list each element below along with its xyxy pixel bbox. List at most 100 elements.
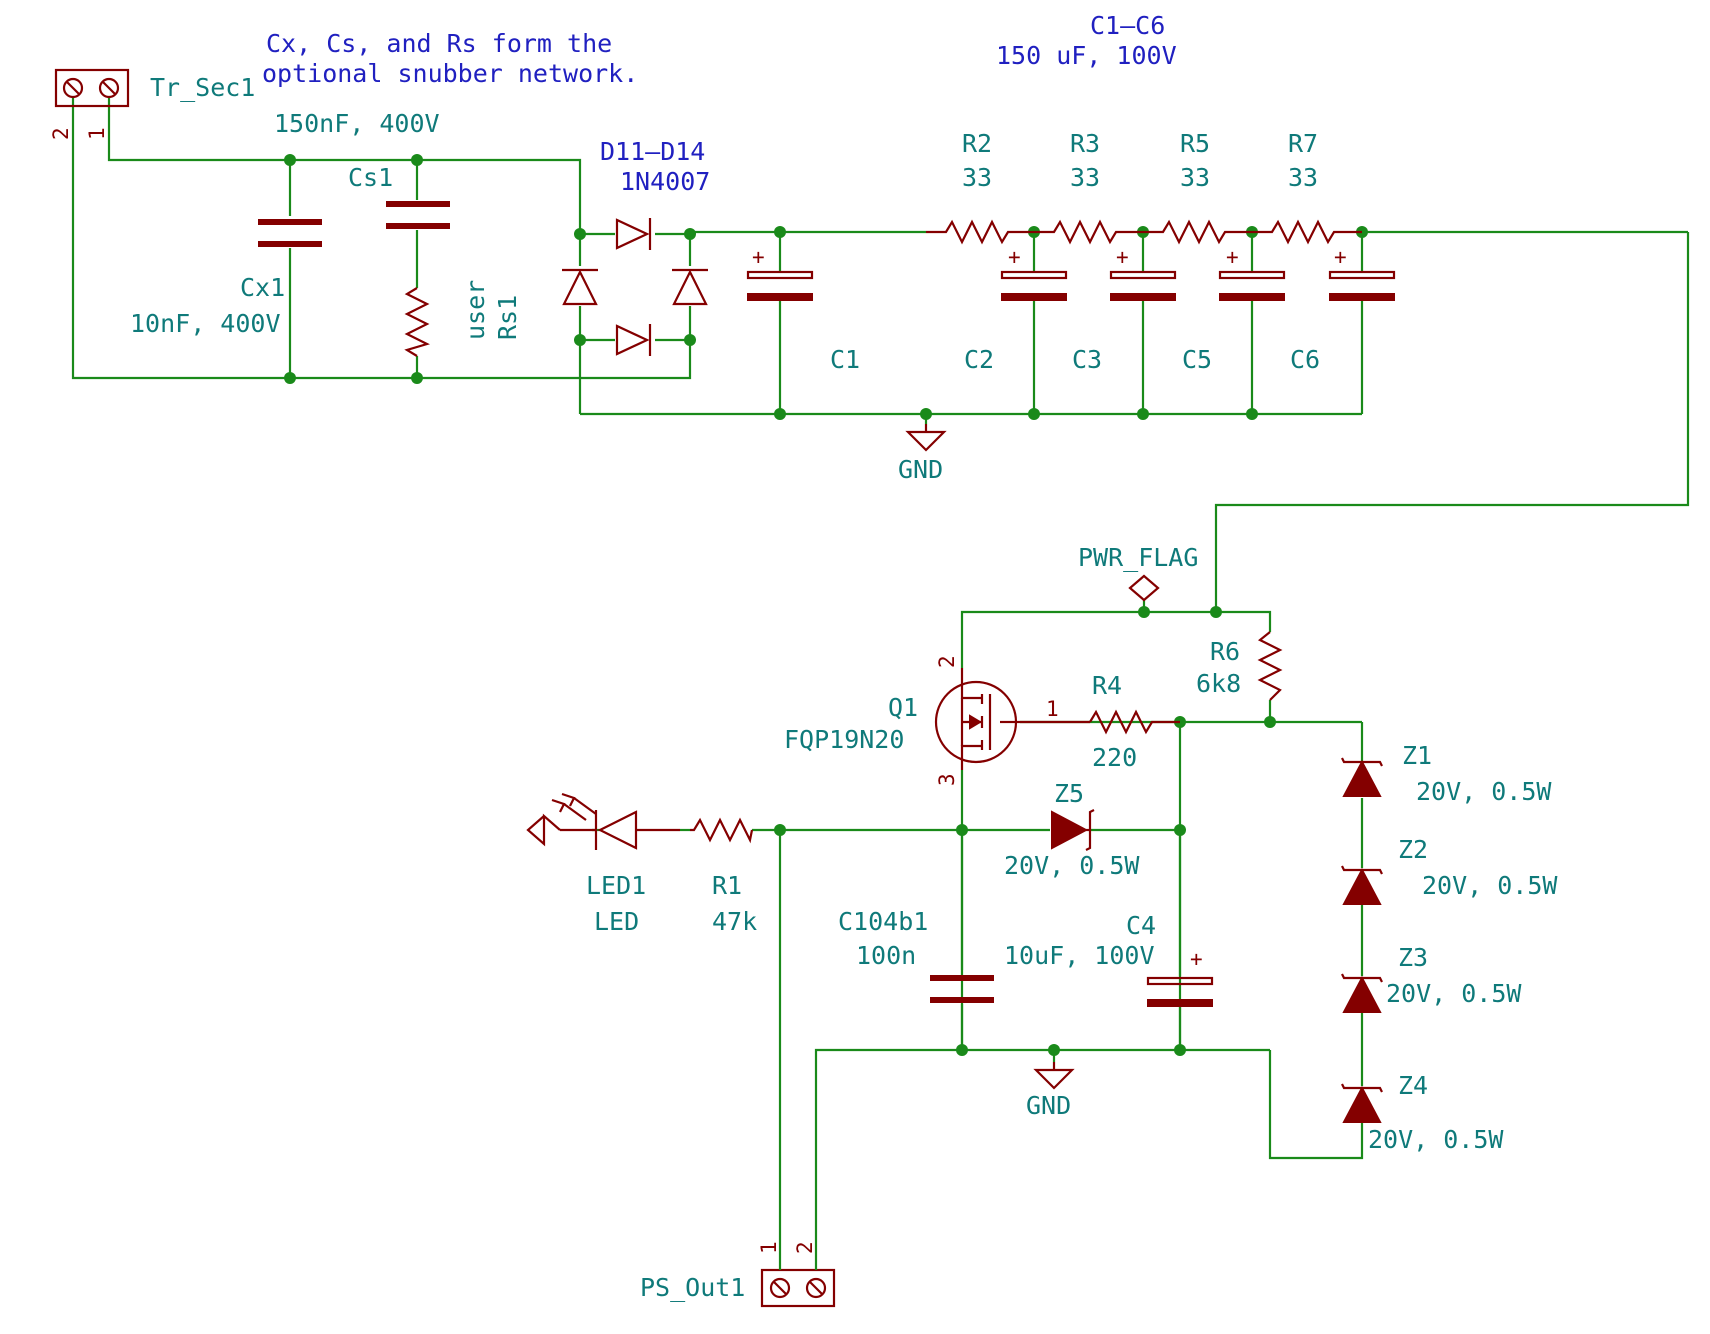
note-caps-range: C1–C6 bbox=[1090, 11, 1165, 40]
capacitor-cx1[interactable] bbox=[258, 219, 322, 247]
gnd-symbol-top bbox=[905, 424, 947, 452]
label-c1: C1 bbox=[830, 345, 860, 374]
label-c4-value: 10uF, 100V bbox=[1004, 941, 1155, 970]
junctions bbox=[284, 154, 1368, 1056]
label-r1-value: 47k bbox=[712, 907, 757, 936]
diode-bridge[interactable] bbox=[562, 218, 708, 356]
label-r6-value: 6k8 bbox=[1196, 669, 1241, 698]
pin-ps-out1-1: 1 bbox=[757, 1241, 781, 1254]
label-gnd-top: GND bbox=[898, 455, 943, 484]
power-flag bbox=[1128, 574, 1160, 602]
label-z4-value: 20V, 0.5W bbox=[1368, 1125, 1504, 1154]
label-r2-ref: R2 bbox=[962, 129, 992, 158]
label-r1-ref: R1 bbox=[712, 871, 742, 900]
label-r3-ref: R3 bbox=[1070, 129, 1100, 158]
note-caps-value: 150 uF, 100V bbox=[996, 41, 1177, 70]
note-snubber-line1: Cx, Cs, and Rs form the bbox=[266, 29, 612, 58]
label-r3-value: 33 bbox=[1070, 163, 1100, 192]
connector-ps-out1[interactable] bbox=[760, 1240, 836, 1308]
label-c5: C5 bbox=[1182, 345, 1212, 374]
label-rs1-ref: Rs1 bbox=[493, 295, 522, 340]
label-q1-ref: Q1 bbox=[888, 693, 918, 722]
label-q1-part: FQP19N20 bbox=[784, 725, 904, 754]
label-z3-ref: Z3 bbox=[1398, 943, 1428, 972]
label-c104b1-value: 100n bbox=[856, 941, 916, 970]
note-snubber-line2: optional snubber network. bbox=[262, 59, 638, 88]
label-led1-ref: LED1 bbox=[586, 871, 646, 900]
label-z2-value: 20V, 0.5W bbox=[1422, 871, 1558, 900]
polarity-c6: + bbox=[1334, 245, 1347, 269]
resistor-r1[interactable] bbox=[690, 817, 754, 844]
capacitor-c5[interactable] bbox=[1218, 270, 1286, 301]
label-r7-value: 33 bbox=[1288, 163, 1318, 192]
capacitor-c3[interactable] bbox=[1109, 270, 1177, 301]
capacitor-c4[interactable] bbox=[1146, 976, 1214, 1007]
label-led1-value: LED bbox=[594, 907, 639, 936]
zener-z5[interactable] bbox=[1051, 809, 1095, 851]
label-cs1-ref: Cs1 bbox=[348, 163, 393, 192]
label-r4-value: 220 bbox=[1092, 743, 1137, 772]
label-r4-ref: R4 bbox=[1092, 671, 1122, 700]
capacitor-cs1[interactable] bbox=[386, 201, 450, 229]
label-c4-ref: C4 bbox=[1126, 911, 1156, 940]
label-z5-ref: Z5 bbox=[1054, 779, 1084, 808]
mosfet-q1[interactable] bbox=[934, 668, 1020, 770]
resistor-r5[interactable] bbox=[1143, 219, 1252, 245]
resistor-r3[interactable] bbox=[1034, 219, 1143, 245]
polarity-c4: + bbox=[1190, 947, 1203, 971]
label-gnd-bottom: GND bbox=[1026, 1091, 1071, 1120]
pin-q1-drain: 2 bbox=[935, 655, 959, 668]
zener-z1[interactable] bbox=[1341, 757, 1383, 797]
resistor-rs1[interactable] bbox=[404, 287, 430, 357]
wires bbox=[71, 98, 1690, 1240]
label-cx1-value: 10nF, 400V bbox=[130, 309, 281, 338]
gnd-symbol-bottom bbox=[1033, 1062, 1075, 1090]
zener-z3[interactable] bbox=[1341, 973, 1383, 1013]
zener-z4[interactable] bbox=[1341, 1083, 1383, 1123]
label-z3-value: 20V, 0.5W bbox=[1386, 979, 1522, 1008]
pin-tr-sec1-1: 1 bbox=[85, 127, 109, 140]
polarity-c1: + bbox=[752, 245, 765, 269]
note-bridge-range: D11–D14 bbox=[600, 137, 705, 166]
polarity-c5: + bbox=[1226, 245, 1239, 269]
label-r2-value: 33 bbox=[962, 163, 992, 192]
resistor-r7[interactable] bbox=[1252, 219, 1362, 245]
label-r5-ref: R5 bbox=[1180, 129, 1210, 158]
label-cs1-value: 150nF, 400V bbox=[274, 109, 440, 138]
resistor-r2[interactable] bbox=[926, 219, 1034, 245]
capacitor-c1[interactable] bbox=[746, 270, 814, 301]
label-c104b1-ref: C104b1 bbox=[838, 907, 928, 936]
zener-z2[interactable] bbox=[1341, 865, 1383, 905]
polarity-c2: + bbox=[1008, 245, 1021, 269]
label-z1-ref: Z1 bbox=[1402, 741, 1432, 770]
label-z2-ref: Z2 bbox=[1398, 835, 1428, 864]
label-pwr-flag: PWR_FLAG bbox=[1078, 543, 1198, 572]
capacitor-c2[interactable] bbox=[1000, 270, 1068, 301]
label-c6: C6 bbox=[1290, 345, 1320, 374]
label-ps-out1: PS_Out1 bbox=[640, 1273, 745, 1302]
resistor-r4[interactable] bbox=[1010, 709, 1180, 735]
pin-q1-source: 3 bbox=[935, 773, 959, 786]
polarity-c3: + bbox=[1116, 245, 1129, 269]
capacitor-c6[interactable] bbox=[1328, 270, 1396, 301]
pin-ps-out1-2: 2 bbox=[793, 1241, 817, 1254]
resistor-r6[interactable] bbox=[1257, 631, 1283, 701]
label-rs1-value: user bbox=[461, 280, 490, 340]
capacitor-c104b1[interactable] bbox=[930, 975, 994, 1003]
pin-q1-gate: 1 bbox=[1046, 697, 1059, 721]
label-cx1-ref: Cx1 bbox=[240, 273, 285, 302]
label-z1-value: 20V, 0.5W bbox=[1416, 777, 1552, 806]
label-c2: C2 bbox=[964, 345, 994, 374]
pin-tr-sec1-2: 2 bbox=[49, 127, 73, 140]
label-r5-value: 33 bbox=[1180, 163, 1210, 192]
label-tr-sec1: Tr_Sec1 bbox=[150, 73, 255, 102]
note-bridge-part: 1N4007 bbox=[620, 167, 710, 196]
label-z4-ref: Z4 bbox=[1398, 1071, 1428, 1100]
label-r7-ref: R7 bbox=[1288, 129, 1318, 158]
label-z5-value: 20V, 0.5W bbox=[1004, 851, 1140, 880]
label-c3: C3 bbox=[1072, 345, 1102, 374]
led-led1[interactable] bbox=[526, 792, 680, 850]
label-r6-ref: R6 bbox=[1210, 637, 1240, 666]
connector-tr-sec1[interactable] bbox=[54, 68, 130, 108]
